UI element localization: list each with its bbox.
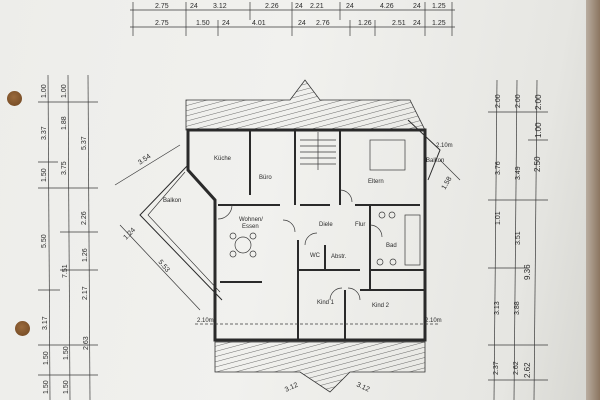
dim-right: 3.13 [494, 301, 501, 315]
dim-left: 2.63 [83, 336, 90, 350]
dim-left: 3.75 [61, 161, 68, 175]
dim-left: 1.50 [43, 380, 50, 394]
dim-right: 3.49 [515, 166, 522, 180]
dim-diagonal: 3.12 [355, 381, 370, 393]
room-label-balkon-left: Balkon [163, 198, 181, 204]
dim-top: 2.26 [265, 3, 279, 10]
room-label-flur: Flur [355, 222, 365, 228]
dim-left: 2.26 [81, 211, 88, 225]
dim-top: 2.21 [310, 3, 324, 10]
punch-hole-top [7, 91, 22, 106]
dim-left: 1.50 [43, 351, 50, 365]
dim-left: 7.51 [62, 264, 69, 278]
dim-top: 2.51 [392, 20, 406, 27]
dim-left: 1.00 [41, 84, 48, 98]
dim-left: 5.50 [41, 234, 48, 248]
left-dimension-chain: 1.00 3.37 1.50 5.50 3.17 1.50 1.50 1.00 … [38, 74, 98, 400]
dim-top: 24 [413, 20, 421, 27]
dim-right: 3.51 [515, 231, 522, 245]
dim-diagonal: 1.24 [122, 227, 137, 242]
height-label: 2.10m [197, 318, 214, 324]
dim-left: 1.26 [82, 248, 89, 262]
dim-left: 1.50 [63, 346, 70, 360]
room-label-abstellraum: Abstr. [331, 254, 347, 260]
room-label-balkon-right: Balkon [426, 158, 444, 164]
room-label-essen: Essen [242, 224, 259, 230]
dim-right: 2.50 [533, 156, 542, 172]
dim-right: 2.62 [523, 362, 532, 378]
dim-right: 2.00 [495, 94, 502, 108]
dim-right: 2.62 [513, 361, 520, 375]
dim-left: 3.37 [41, 126, 48, 140]
room-label-bad: Bad [386, 243, 397, 249]
height-label: 2.10m [436, 143, 453, 149]
dim-top: 24 [222, 20, 230, 27]
room-label-eltern: Eltern [368, 179, 384, 185]
room-label-kind-1: Kind 1 [317, 300, 335, 306]
dim-right: 3.88 [514, 301, 521, 315]
dim-top: 24 [190, 3, 198, 10]
dim-diagonal: 3.54 [137, 153, 152, 167]
dim-top: 1.26 [358, 20, 372, 27]
dim-top: 2.75 [155, 20, 169, 27]
dim-top: 4.26 [380, 3, 394, 10]
room-label-buero: Büro [259, 175, 272, 181]
dim-right: 1.01 [495, 211, 502, 225]
dim-right: 3.76 [495, 161, 502, 175]
dim-diagonal: 3.12 [284, 382, 299, 394]
dim-top: 24 [413, 3, 421, 10]
right-dimension-chain: 2.00 3.76 1.01 3.13 2.37 2.00 3.49 3.51 … [488, 79, 548, 400]
dim-left: 2.17 [82, 286, 89, 300]
dim-top: 1.25 [432, 3, 446, 10]
roof-hatching [185, 79, 426, 393]
room-label-diele: Diele [319, 222, 333, 228]
dim-left: 1.50 [63, 380, 70, 394]
desk-edge [586, 0, 600, 400]
dim-top: 2.75 [155, 3, 169, 10]
room-label-wc: WC [310, 253, 321, 259]
dim-top: 1.50 [196, 20, 210, 27]
balcony-left: Balkon 3.54 5.53 1.24 [114, 144, 223, 311]
room-labels: Küche Büro Eltern Wohnen/ Essen Diele Fl… [214, 156, 397, 309]
room-label-kind-2: Kind 2 [372, 303, 390, 309]
height-label: 2.10m [425, 318, 442, 324]
dim-top: 24 [298, 20, 306, 27]
dim-left: 3.17 [42, 316, 49, 330]
dim-top: 24 [295, 3, 303, 10]
top-dimension-chain: 2.75 24 3.12 2.26 24 2.21 24 4.26 24 1.2… [130, 2, 455, 36]
punch-hole-bottom [15, 321, 30, 336]
dim-top: 1.25 [432, 20, 446, 27]
room-label-wohnen: Wohnen/ [239, 217, 263, 223]
dim-right: 2.00 [515, 94, 522, 108]
dim-top: 4.01 [252, 20, 266, 27]
dim-left: 1.00 [61, 84, 68, 98]
dim-right: 9.36 [523, 264, 532, 280]
dim-right: 2.00 [534, 94, 543, 110]
dim-left: 1.50 [41, 168, 48, 182]
dim-right: 2.37 [493, 361, 500, 375]
dim-right: 1.00 [534, 122, 543, 138]
dim-top: 2.76 [316, 20, 330, 27]
dim-top: 3.12 [213, 3, 227, 10]
dim-left: 1.88 [61, 116, 68, 130]
dim-diagonal: 1.58 [441, 176, 454, 191]
dim-top: 24 [346, 3, 354, 10]
building-walls [186, 128, 427, 342]
room-label-kueche: Küche [214, 156, 232, 162]
dim-left: 5.37 [81, 136, 88, 150]
